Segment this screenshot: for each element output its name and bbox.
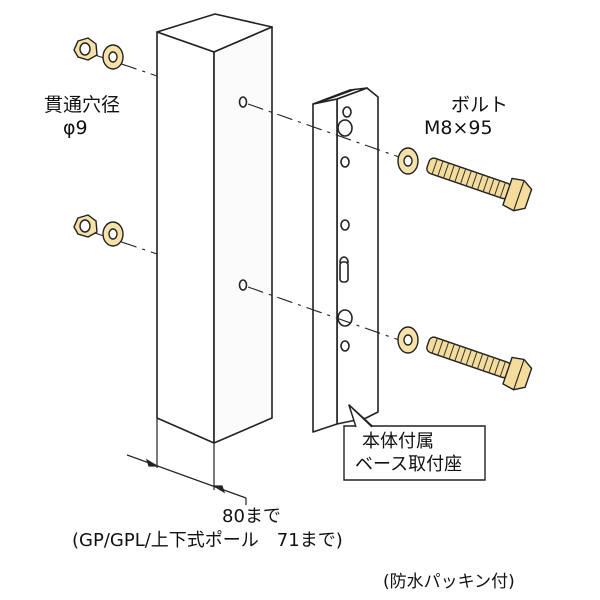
bolt-upper (397, 147, 533, 212)
base-bracket (312, 87, 379, 433)
bolt-lower (397, 326, 533, 391)
post (156, 13, 273, 444)
bracket-hole-2 (337, 119, 353, 137)
bolt-label: ボルト (451, 94, 509, 116)
dimension-lines (126, 418, 247, 505)
bracket-hole-1 (342, 106, 352, 118)
bolt-size-label: M8×95 (424, 117, 493, 139)
post-hole-upper (238, 96, 248, 108)
bracket-hole-3 (340, 156, 350, 168)
base-label-line2: ベース取付座 (355, 454, 463, 475)
post-left-face (156, 31, 215, 444)
hole-diameter-value: φ9 (63, 117, 88, 139)
nut-washer-lower (73, 214, 124, 247)
waterproof-packing-note: (防水パッキン付) (383, 572, 515, 592)
bracket-hole-5 (337, 309, 353, 327)
bolt-head-lower (502, 356, 533, 391)
bracket-back-flange (336, 87, 379, 425)
base-label-line1: 本体付属 (362, 431, 434, 452)
bracket-hole-6 (340, 340, 350, 352)
bolt-head-upper (502, 177, 533, 212)
nut-washer-upper (73, 37, 124, 70)
bracket-front-face (312, 98, 338, 433)
post-right-face (213, 26, 273, 444)
post-hole-lower (238, 279, 248, 291)
hole-diameter-title: 貫通穴径 (44, 94, 121, 116)
dimension-value: 80まで (222, 506, 281, 527)
dimension-note: (GP/GPL/上下式ポール 71まで) (72, 530, 343, 551)
bracket-hole-4 (340, 219, 350, 231)
